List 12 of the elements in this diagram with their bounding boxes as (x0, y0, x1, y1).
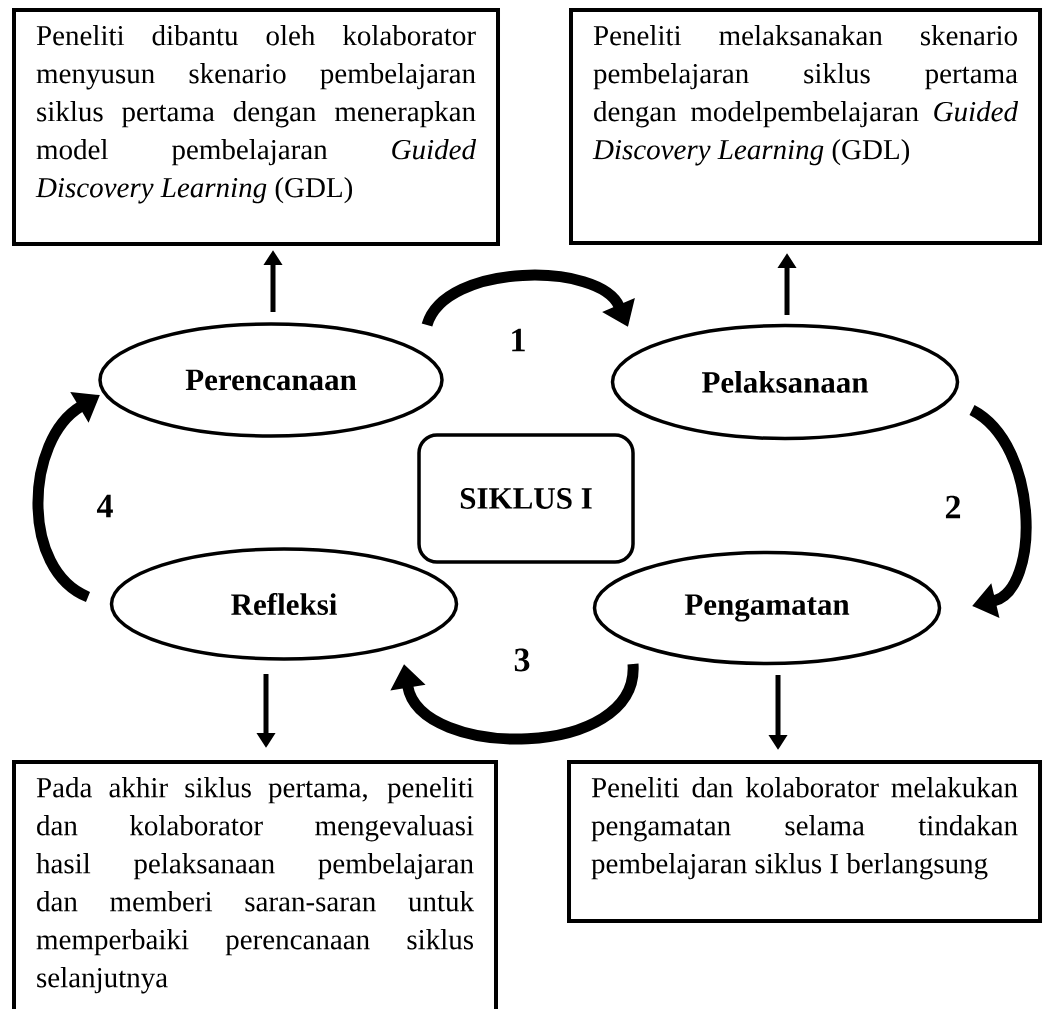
text-box: Peneliti melaksanakan skenario pembelajaran siklus pertama dengan modelpembelajaran Guided Discovery Learning (GDL) (569, 8, 1042, 245)
edge-label: 4 (94, 492, 116, 520)
text-box: Peneliti dibantu oleh kolaborator menyusun skenario pembelajaran siklus pertama dengan menerapkan model pembelajaran Guided Discovery Learning (GDL) (12, 8, 500, 246)
cycle-box: SIKLUS I (417, 433, 635, 564)
edge-label: 1 (507, 326, 529, 354)
edge-label: 3 (511, 646, 533, 674)
arrow (422, 269, 635, 328)
edge-label: 2 (942, 493, 964, 521)
arrow (968, 405, 1032, 618)
text-box: Pada akhir siklus pertama, peneliti dan kolaborator mengevaluasi hasil pelaksanaan pembelajaran dan memberi saran-saran untuk memperbaiki perencanaan siklus selanjutnya (12, 760, 498, 1009)
arrow (390, 663, 639, 745)
text-box: Peneliti dan kolaborator melakukan pengamatan selama tindakan pembelajaran siklus I berlangsung (567, 760, 1042, 923)
